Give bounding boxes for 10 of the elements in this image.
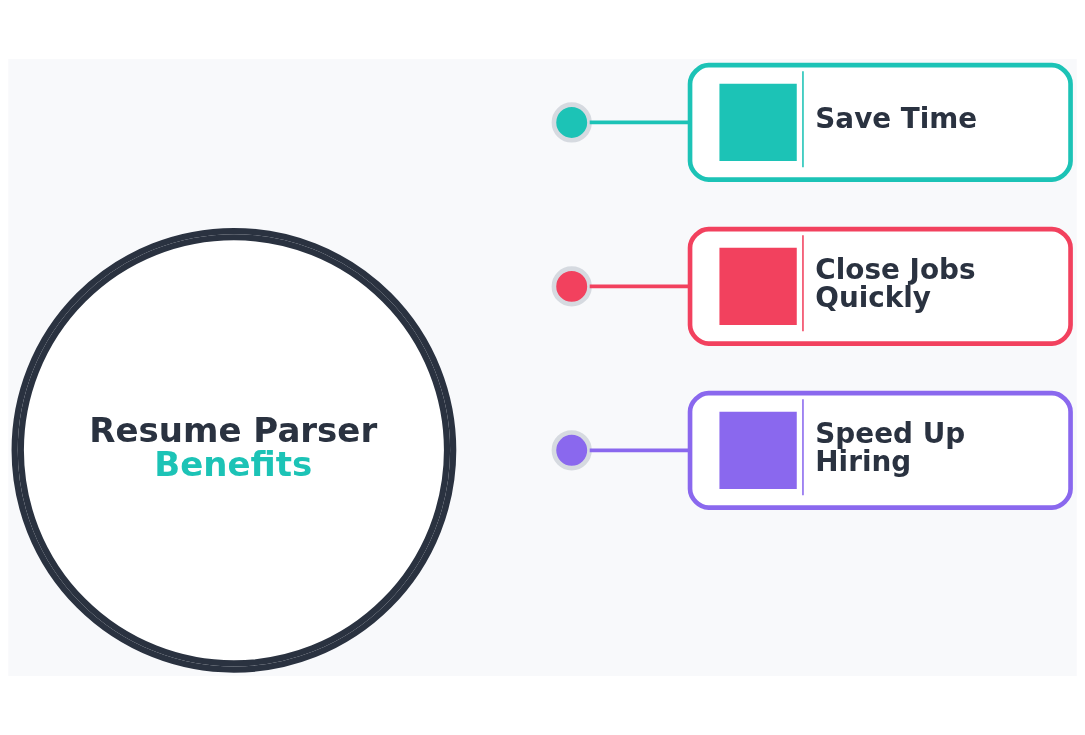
- node-circle: [551, 430, 592, 471]
- node-box: Close Jobs Quickly: [687, 226, 1073, 346]
- node-circle: [551, 102, 592, 143]
- connector: [589, 284, 690, 289]
- connector: [589, 448, 690, 453]
- node-circle: [551, 266, 592, 307]
- node-circle: Resume Parser Benefits: [11, 227, 457, 673]
- connector: [589, 120, 690, 125]
- node-box: Speed Up Hiring: [687, 390, 1073, 510]
- node-box: Save Time: [687, 62, 1073, 182]
